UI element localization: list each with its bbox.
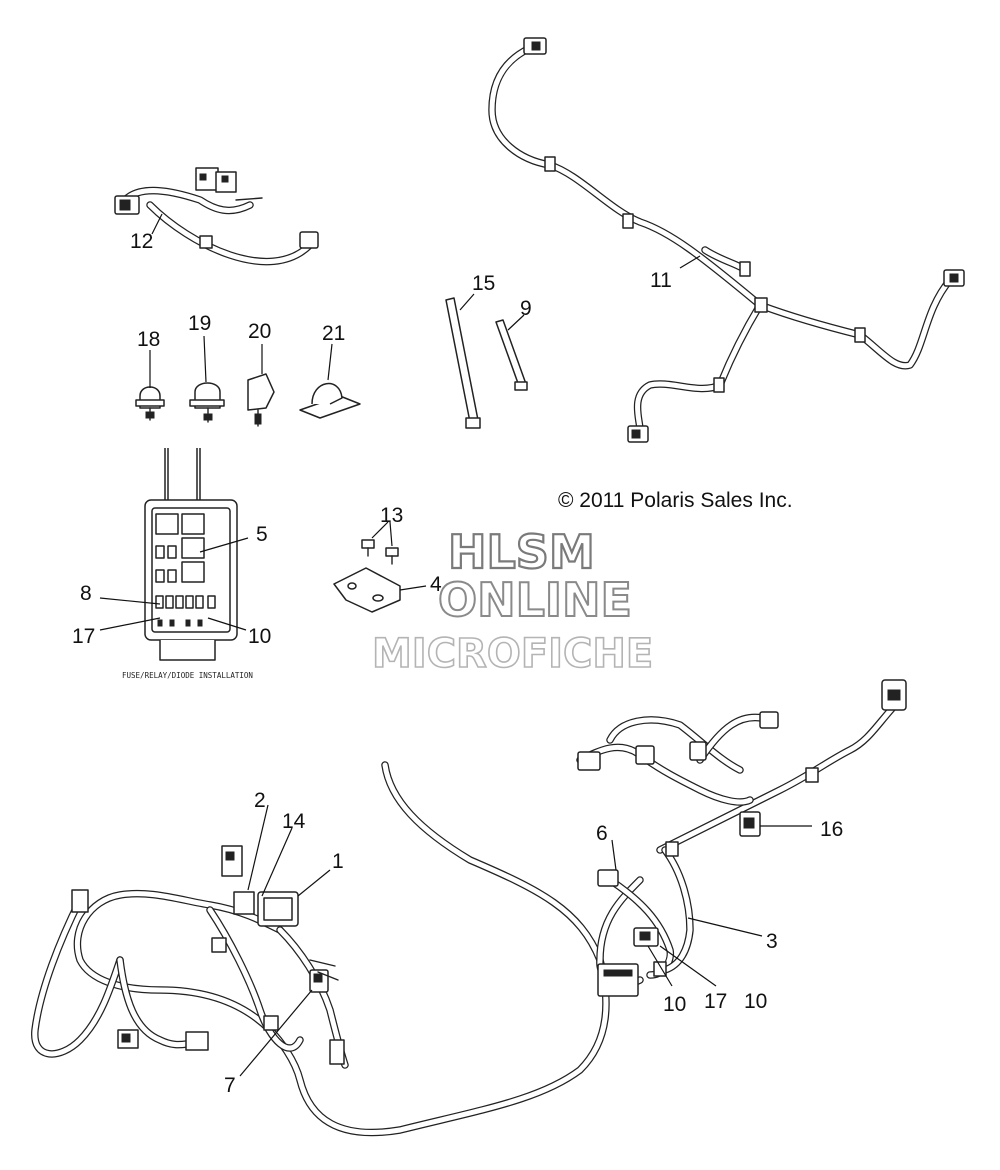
relay-icon bbox=[181, 537, 205, 559]
callout-10b: 10 bbox=[663, 993, 686, 1016]
clip-icon bbox=[263, 1015, 279, 1031]
clip-icon bbox=[622, 213, 634, 229]
clip-icon bbox=[211, 937, 227, 953]
clip-icon bbox=[199, 235, 213, 249]
relay-icon bbox=[181, 513, 205, 535]
connector-icon bbox=[221, 845, 243, 877]
callout-1: 1 bbox=[332, 850, 344, 873]
callout-20: 20 bbox=[248, 320, 271, 343]
clip-21 bbox=[299, 382, 361, 419]
callout-11: 11 bbox=[650, 269, 672, 292]
callout-16: 16 bbox=[820, 818, 843, 841]
harness-12 bbox=[114, 167, 319, 266]
callout-9: 9 bbox=[520, 297, 532, 320]
callout-17b: 17 bbox=[704, 990, 727, 1013]
copyright: © 2011 Polaris Sales Inc. bbox=[558, 489, 793, 512]
callout-7: 7 bbox=[224, 1074, 236, 1097]
relay-icon bbox=[181, 561, 205, 583]
fuse-box-caption: FUSE/RELAY/DIODE INSTALLATION bbox=[122, 671, 253, 680]
callout-12: 12 bbox=[130, 230, 153, 253]
watermark-line3: MICROFICHE bbox=[372, 631, 653, 677]
relay-icon bbox=[155, 513, 179, 535]
callout-17a: 17 bbox=[72, 625, 95, 648]
connector-icon bbox=[185, 1031, 209, 1051]
clip-icon bbox=[854, 327, 866, 343]
callout-8: 8 bbox=[80, 582, 92, 605]
callout-10a: 10 bbox=[248, 625, 271, 648]
connector-icon bbox=[689, 741, 707, 761]
clip-18 bbox=[135, 386, 165, 421]
cable-tie-15 bbox=[445, 297, 481, 429]
callout-3: 3 bbox=[766, 930, 778, 953]
clip-icon bbox=[713, 377, 725, 393]
callout-15: 15 bbox=[472, 272, 495, 295]
clip-icon bbox=[739, 261, 751, 277]
bracket-4 bbox=[333, 567, 401, 613]
callout-14: 14 bbox=[282, 810, 306, 833]
callout-18: 18 bbox=[137, 328, 160, 351]
connector-icon bbox=[299, 231, 319, 249]
connector-icon bbox=[233, 891, 255, 915]
callout-2: 2 bbox=[254, 789, 266, 812]
connector-block-icon bbox=[597, 963, 639, 997]
callout-6: 6 bbox=[596, 822, 608, 845]
connector-icon bbox=[759, 711, 779, 729]
fuse-box bbox=[144, 448, 238, 661]
callout-4: 4 bbox=[430, 573, 442, 596]
connector-icon bbox=[329, 1039, 345, 1065]
right-harness bbox=[576, 679, 907, 997]
main-harness bbox=[31, 761, 610, 1137]
callout-19: 19 bbox=[188, 312, 211, 335]
connector-icon bbox=[597, 869, 619, 887]
clip-icon bbox=[754, 297, 768, 313]
connector-icon bbox=[635, 745, 655, 765]
cable-tie-9 bbox=[495, 319, 528, 391]
callout-10c: 10 bbox=[744, 990, 767, 1013]
connector-icon bbox=[577, 751, 601, 771]
clip-icon bbox=[653, 961, 667, 977]
clip-icon bbox=[805, 767, 819, 783]
screws-13 bbox=[361, 539, 399, 565]
callout-21: 21 bbox=[322, 322, 345, 345]
connector-icon bbox=[71, 889, 89, 913]
watermark-line2: ONLINE bbox=[438, 573, 632, 627]
callout-13: 13 bbox=[380, 504, 403, 527]
clip-20 bbox=[247, 373, 275, 427]
clip-19 bbox=[189, 382, 225, 423]
harness-11 bbox=[488, 37, 965, 443]
watermark-line1: HLSM bbox=[448, 525, 595, 579]
clip-icon bbox=[544, 156, 556, 172]
callout-5: 5 bbox=[256, 523, 268, 546]
clip-icon bbox=[665, 841, 679, 857]
connector-icon bbox=[195, 167, 219, 191]
